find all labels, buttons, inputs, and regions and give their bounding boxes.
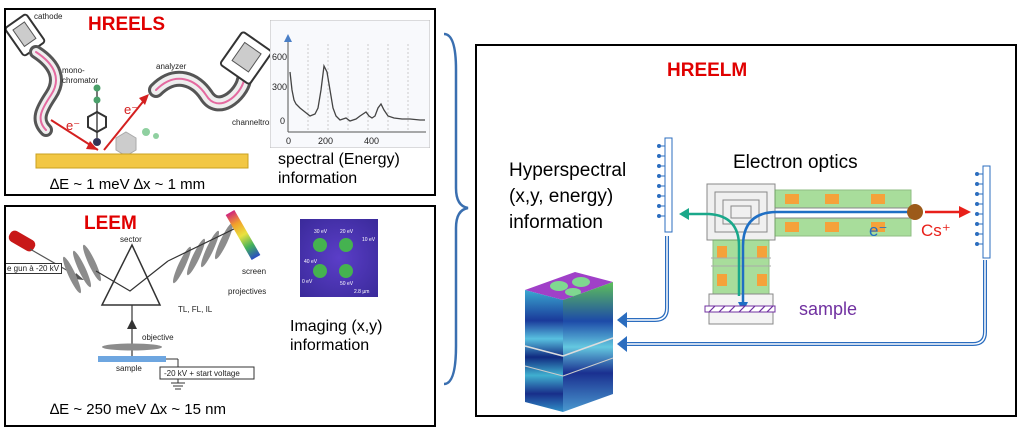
imaging-caption-line2: information <box>290 337 370 354</box>
gun-lenses <box>62 244 102 294</box>
left-detector <box>657 137 673 233</box>
sector-label: sector <box>120 235 142 244</box>
spectral-caption-line1: spectral (Energy) <box>278 151 400 168</box>
leem-image: 30 eV 20 eV 10 eV 40 eV 50 eV 0 eV 2.8 µ… <box>300 219 378 297</box>
objective-label: objective <box>142 333 174 342</box>
leem-img-10ev: 10 eV <box>362 237 376 243</box>
electron-label-scattered: e⁻ <box>124 102 139 117</box>
hreels-title: HREELS <box>88 14 166 35</box>
electron-optics-label: Electron optics <box>733 152 858 173</box>
cathode-icon <box>6 13 46 57</box>
leem-img-20ev: 20 eV <box>340 229 354 235</box>
molecule-icon <box>87 84 159 157</box>
hreels-panel: HREELS <box>4 8 436 196</box>
spectral-caption: spectral (Energy) information <box>278 150 400 188</box>
screen-label: screen <box>242 267 267 276</box>
lenses-label: TL, FL, IL <box>178 305 213 314</box>
leem-panel: LEEM <box>4 205 436 427</box>
screen-icon <box>225 209 261 261</box>
gun-label: e gun à -20 kV <box>6 263 63 274</box>
hreelm-electron-label: e⁻ <box>869 221 888 240</box>
hreelm-cs-label: Cs⁺ <box>921 221 951 240</box>
projective-lenses <box>172 222 234 284</box>
channeltron-icon <box>219 31 273 85</box>
objective-lens <box>102 343 162 351</box>
hreelm-sample <box>704 305 776 313</box>
combining-brace <box>443 32 469 386</box>
hreels-resolution: ∆E ~ 1 meV ∆x ~ 1 mm <box>50 176 206 193</box>
leem-img-scale: 2.8 µm <box>354 289 369 295</box>
y-tick-0: 0 <box>280 116 285 126</box>
y-tick-300: 300 <box>272 82 287 92</box>
hyperspectral-line1: Hyperspectral <box>509 160 627 181</box>
sector-triangle <box>100 243 162 306</box>
hreels-apparatus <box>6 13 273 169</box>
hyperspectral-text: Hyperspectral (x,y, energy) information <box>509 158 626 236</box>
scattered-beam-arrow <box>103 97 147 151</box>
electron-gun-icon <box>8 230 36 252</box>
leem-title: LEEM <box>84 213 137 234</box>
hyperspectral-line2: (x,y, energy) <box>509 186 614 207</box>
imaging-caption: Imaging (x,y) information <box>290 317 382 355</box>
sample-surface <box>35 153 249 169</box>
analyzer-label: analyzer <box>156 62 187 71</box>
sample-label-leem: sample <box>116 364 142 373</box>
hreelm-panel: HREELM Hyperspectral (x,y, energy) infor… <box>475 44 1017 417</box>
hreels-spectrum-chart: 600 300 0 0 200 400 <box>270 20 430 148</box>
hyperspectral-data-cube <box>524 272 614 412</box>
right-detector <box>975 165 991 259</box>
leem-img-30ev: 30 eV <box>314 229 328 235</box>
x-tick-200: 200 <box>318 136 333 146</box>
electron-label-incident: e⁻ <box>66 118 81 133</box>
cathode-label: cathode <box>34 12 63 21</box>
monochromator-label-2: chromator <box>62 76 99 85</box>
x-tick-0: 0 <box>286 136 291 146</box>
spectral-caption-line2: information <box>278 170 358 187</box>
leem-img-0ev: 0 eV <box>302 279 313 285</box>
electron-beam-path <box>741 210 913 306</box>
leem-apparatus <box>8 209 261 390</box>
leem-img-50ev: 50 eV <box>340 281 354 287</box>
reflected-beam-arrow <box>687 212 741 296</box>
left-detector-return-arrow <box>625 236 669 322</box>
projectives-label: projectives <box>228 287 267 296</box>
hreelm-title: HREELM <box>667 60 748 81</box>
hyperspectral-line3: information <box>509 212 603 233</box>
spectrum-curve <box>289 63 425 122</box>
cs-source-icon <box>907 204 923 220</box>
monochromator-label-1: mono- <box>62 66 85 75</box>
y-tick-600: 600 <box>272 52 287 62</box>
hreelm-sample-label: sample <box>799 299 858 319</box>
hreelm-apparatus <box>524 137 991 412</box>
channeltron-label: channeltron <box>232 118 274 127</box>
voltage-label: -20 kV + start voltage <box>164 369 240 378</box>
x-tick-400: 400 <box>364 136 379 146</box>
leem-sample <box>98 356 166 362</box>
leem-resolution: ∆E ~ 250 meV ∆x ~ 15 nm <box>50 401 226 418</box>
leem-img-40ev: 40 eV <box>304 259 318 265</box>
imaging-caption-line1: Imaging (x,y) <box>290 318 383 335</box>
